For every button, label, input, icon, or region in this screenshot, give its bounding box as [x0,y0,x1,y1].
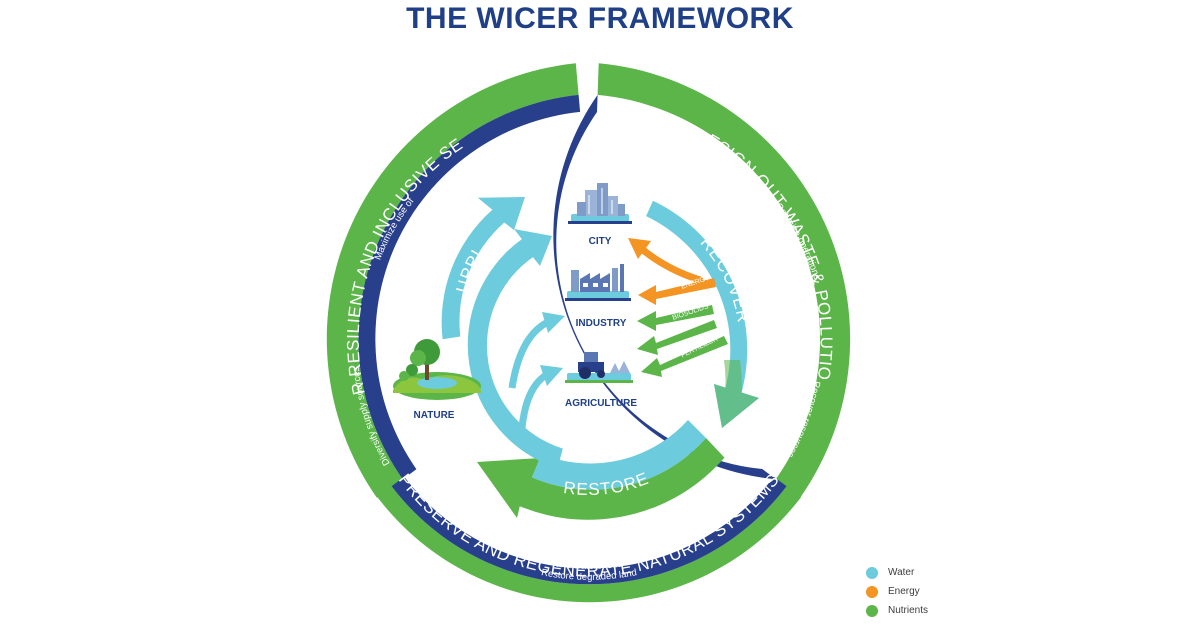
energy-arrow-industry [638,278,716,305]
tractor-icon [565,352,633,383]
ring-green-band [597,63,851,498]
nutrient-arrows [637,305,728,377]
legend-label: Water [888,567,915,578]
reuse-feeder-agriculture [518,372,549,429]
ring-navy-band [358,94,581,480]
ring-segment-deliver [326,63,581,498]
energy-arrow-city [639,246,704,284]
band-item: Restore degraded land [540,567,637,583]
legend-item-nutrients: Nutrients [866,601,928,620]
ring-segment-design [553,63,851,498]
legend-item-water: Water [866,563,928,582]
recover-arrow-fade [714,360,759,428]
legend: Water Energy Nutrients [866,563,928,620]
reuse-feeder-agriculture-head [540,365,563,386]
restore-arrow-water [532,420,706,490]
node-label-nature: NATURE [414,410,455,421]
page-title: THE WICER FRAMEWORK [406,2,794,35]
energy-swatch [866,585,878,598]
node-label-city: CITY [589,236,612,247]
ring-segment-preserve [377,476,802,603]
water-swatch [866,566,878,579]
energy-arrow-city-head [628,238,651,259]
ring-green-band [326,63,579,498]
factory-icon [565,264,631,301]
legend-item-energy: Energy [866,582,928,601]
legend-label: Nutrients [888,605,929,616]
reuse-arrow [467,229,563,469]
ring-green-band [377,486,802,603]
ring-navy-band [391,476,787,585]
reuse-feeder-industry-head [542,312,565,333]
nutrients-swatch [866,604,878,617]
fertilizer-arrow-1 [637,320,717,355]
fertilizer-arrow-2 [641,336,728,377]
tree-icon [393,339,482,400]
energy-arrows [628,238,716,305]
biosolids-arrow [637,305,714,331]
ring-navy-band [553,94,776,480]
node-label-industry: INDUSTRY [576,318,627,329]
band-item: use renewable energy [640,144,726,203]
city-icon [568,183,632,224]
reuse-feeder-industry [508,318,550,389]
legend-label: Energy [888,586,920,597]
node-label-agriculture: AGRICULTURE [565,398,637,409]
band-item: and watersheds [555,558,623,571]
supply-arrow [441,197,525,340]
